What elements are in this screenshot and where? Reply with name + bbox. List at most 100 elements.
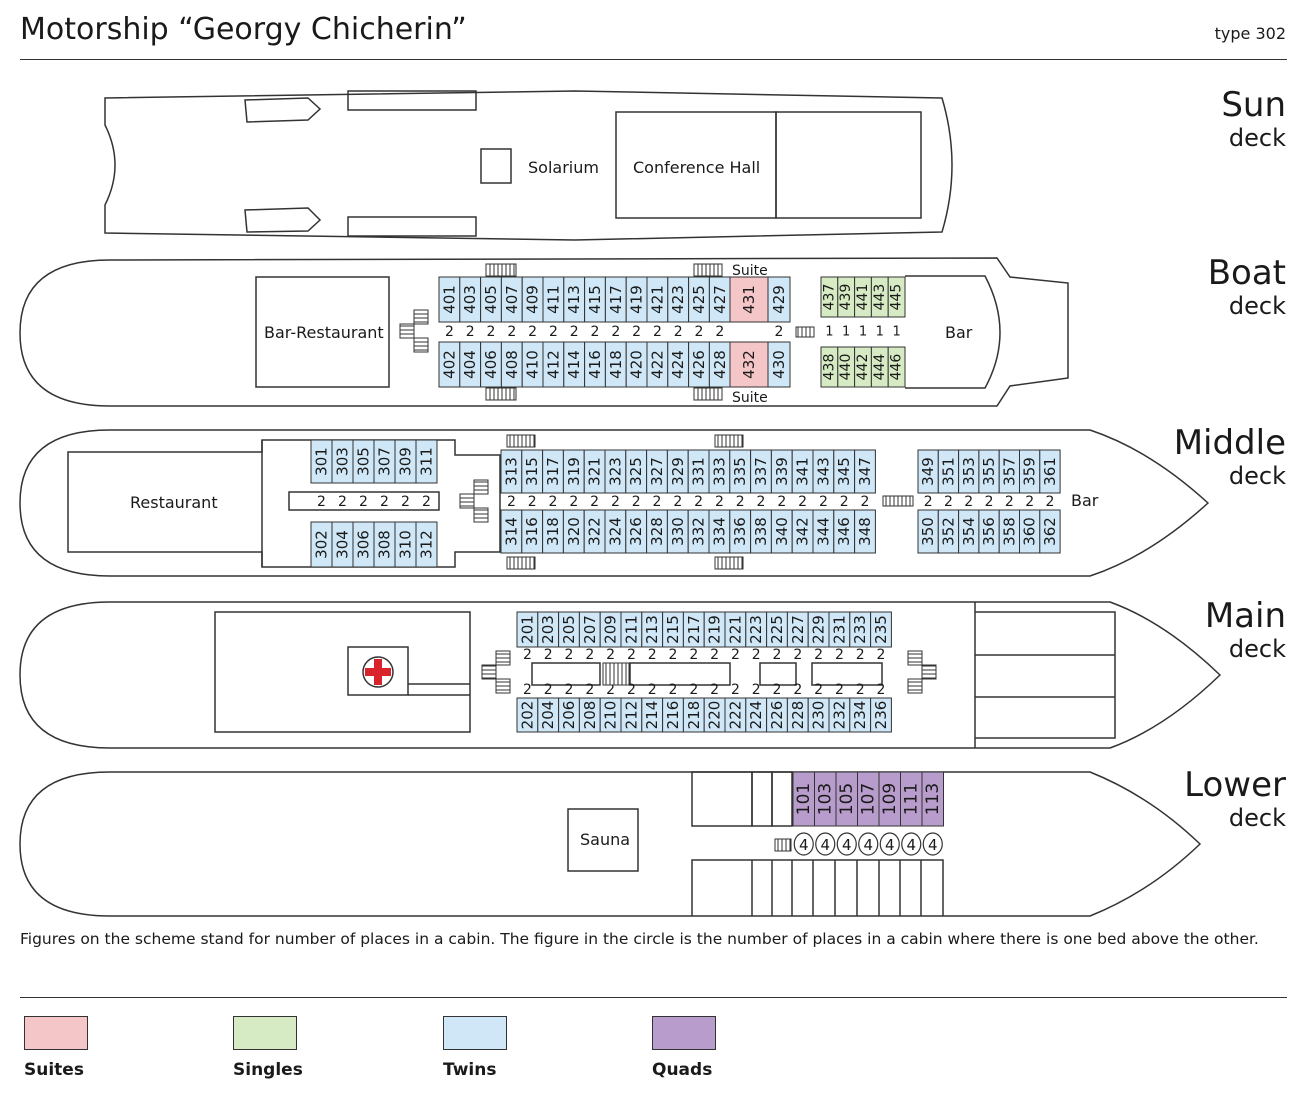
sun-deck-bench-bottom: [347, 216, 477, 237]
place-count: 2: [528, 324, 537, 340]
cabin-number: 428: [711, 350, 729, 379]
place-count: 2: [380, 494, 389, 510]
cabin: [415, 521, 438, 568]
cabin-number: 426: [690, 350, 708, 379]
cabin-number: 361: [1041, 457, 1059, 486]
deck-label-middle-sub: deck: [1228, 462, 1286, 490]
middle-deck: [19, 429, 1210, 577]
place-count: 4: [820, 836, 830, 854]
place-count: 2: [777, 494, 786, 510]
cabin-number: 313: [502, 457, 520, 486]
cabin-number: 201: [518, 615, 536, 644]
deck-label-middle-main: Middle: [1173, 423, 1286, 463]
place-count: 2: [466, 324, 475, 340]
place-count: 2: [611, 494, 620, 510]
cabin-number: 429: [770, 285, 788, 314]
cabin-number: 228: [789, 701, 807, 730]
bunk-circle: [858, 832, 879, 856]
stairs-icon: [485, 263, 517, 277]
lower-deck-room: [771, 771, 793, 827]
suite-label-top: Suite: [732, 263, 768, 279]
cabin-number: 432: [740, 350, 758, 379]
place-count: 2: [814, 647, 823, 663]
cabin-number: 420: [628, 350, 646, 379]
bunk-circle: [793, 832, 814, 856]
place-count: 2: [814, 682, 823, 698]
cabin-number: 303: [334, 447, 352, 476]
place-count: 2: [689, 647, 698, 663]
stairs-icon: [399, 323, 415, 339]
place-count: 1: [892, 325, 900, 340]
cabin-number: 444: [872, 354, 888, 381]
sun-deck-lifeboat-top: [244, 97, 322, 123]
lower-deck-room: [751, 771, 773, 827]
place-count: 2: [731, 647, 740, 663]
stairs-icon: [485, 387, 517, 401]
cabin-number: 310: [397, 530, 415, 559]
place-count: 2: [877, 647, 886, 663]
bar-restaurant-label: Bar-Restaurant: [264, 323, 384, 342]
cabin-number: 360: [1021, 517, 1039, 546]
bottom-divider: [20, 997, 1287, 998]
bunk-circle: [922, 832, 943, 856]
stairs-icon: [495, 678, 511, 694]
cabin-number: 409: [524, 285, 542, 314]
cabin-number: 355: [980, 457, 998, 486]
cabin: [921, 771, 944, 827]
cabin-number: 441: [855, 284, 871, 311]
cabin-number: 421: [648, 285, 666, 314]
cabin-number: 352: [939, 517, 957, 546]
place-count: 2: [1025, 494, 1034, 510]
place-count: 2: [695, 324, 704, 340]
place-count: 2: [585, 647, 594, 663]
place-count: 2: [565, 682, 574, 698]
place-count: 2: [773, 647, 782, 663]
legend-item-twins: Twins: [443, 1016, 507, 1080]
cabin-number: 354: [960, 517, 978, 546]
place-count: 2: [565, 647, 574, 663]
place-count: 2: [569, 494, 578, 510]
place-count: 2: [736, 494, 745, 510]
deck-label-boat-main: Boat: [1207, 253, 1286, 293]
place-count: 2: [627, 647, 636, 663]
place-count: 2: [710, 682, 719, 698]
cabin-number: 319: [565, 457, 583, 486]
sauna-label: Sauna: [580, 830, 630, 849]
place-count: 2: [528, 494, 537, 510]
place-count: 2: [611, 324, 620, 340]
stairs-icon: [714, 434, 744, 448]
place-count: 4: [906, 836, 916, 854]
cabin-number: 316: [523, 517, 541, 546]
deck-label-main-sub: deck: [1228, 635, 1286, 663]
cabin-number: 107: [858, 783, 878, 815]
cabin-number: 322: [586, 517, 604, 546]
cabin-number: 103: [815, 783, 835, 815]
cabin-number: 230: [810, 701, 828, 730]
cabin-number: 440: [838, 354, 854, 381]
place-count: 2: [861, 494, 870, 510]
cabin-number: 305: [355, 447, 373, 476]
stairs-icon: [795, 326, 815, 338]
boat-deck-bar-room: [905, 275, 1001, 389]
cabin-number: 334: [710, 517, 728, 546]
place-count: 2: [445, 324, 454, 340]
place-count: 2: [544, 647, 553, 663]
place-count: 2: [752, 682, 761, 698]
deck-label-lower: Lower deck: [1184, 766, 1286, 832]
cabin-number: 306: [355, 530, 373, 559]
sun-deck-bench-top: [347, 90, 477, 111]
solarium-kiosk: [480, 148, 512, 184]
legend-label-singles: Singles: [233, 1060, 303, 1080]
cabin-number: 424: [669, 350, 687, 379]
cabin-number: 412: [544, 350, 562, 379]
bunk-circle: [879, 832, 900, 856]
cabin-number: 341: [794, 457, 812, 486]
cabin-number: 317: [544, 457, 562, 486]
cabin-number: 304: [334, 530, 352, 559]
cabin-number: 347: [856, 457, 874, 486]
main-deck-corridor-block: [531, 662, 601, 686]
place-count: 2: [773, 682, 782, 698]
cabin-number: 331: [690, 457, 708, 486]
cabin-number: 332: [690, 517, 708, 546]
main-deck-hull: [19, 601, 1222, 749]
